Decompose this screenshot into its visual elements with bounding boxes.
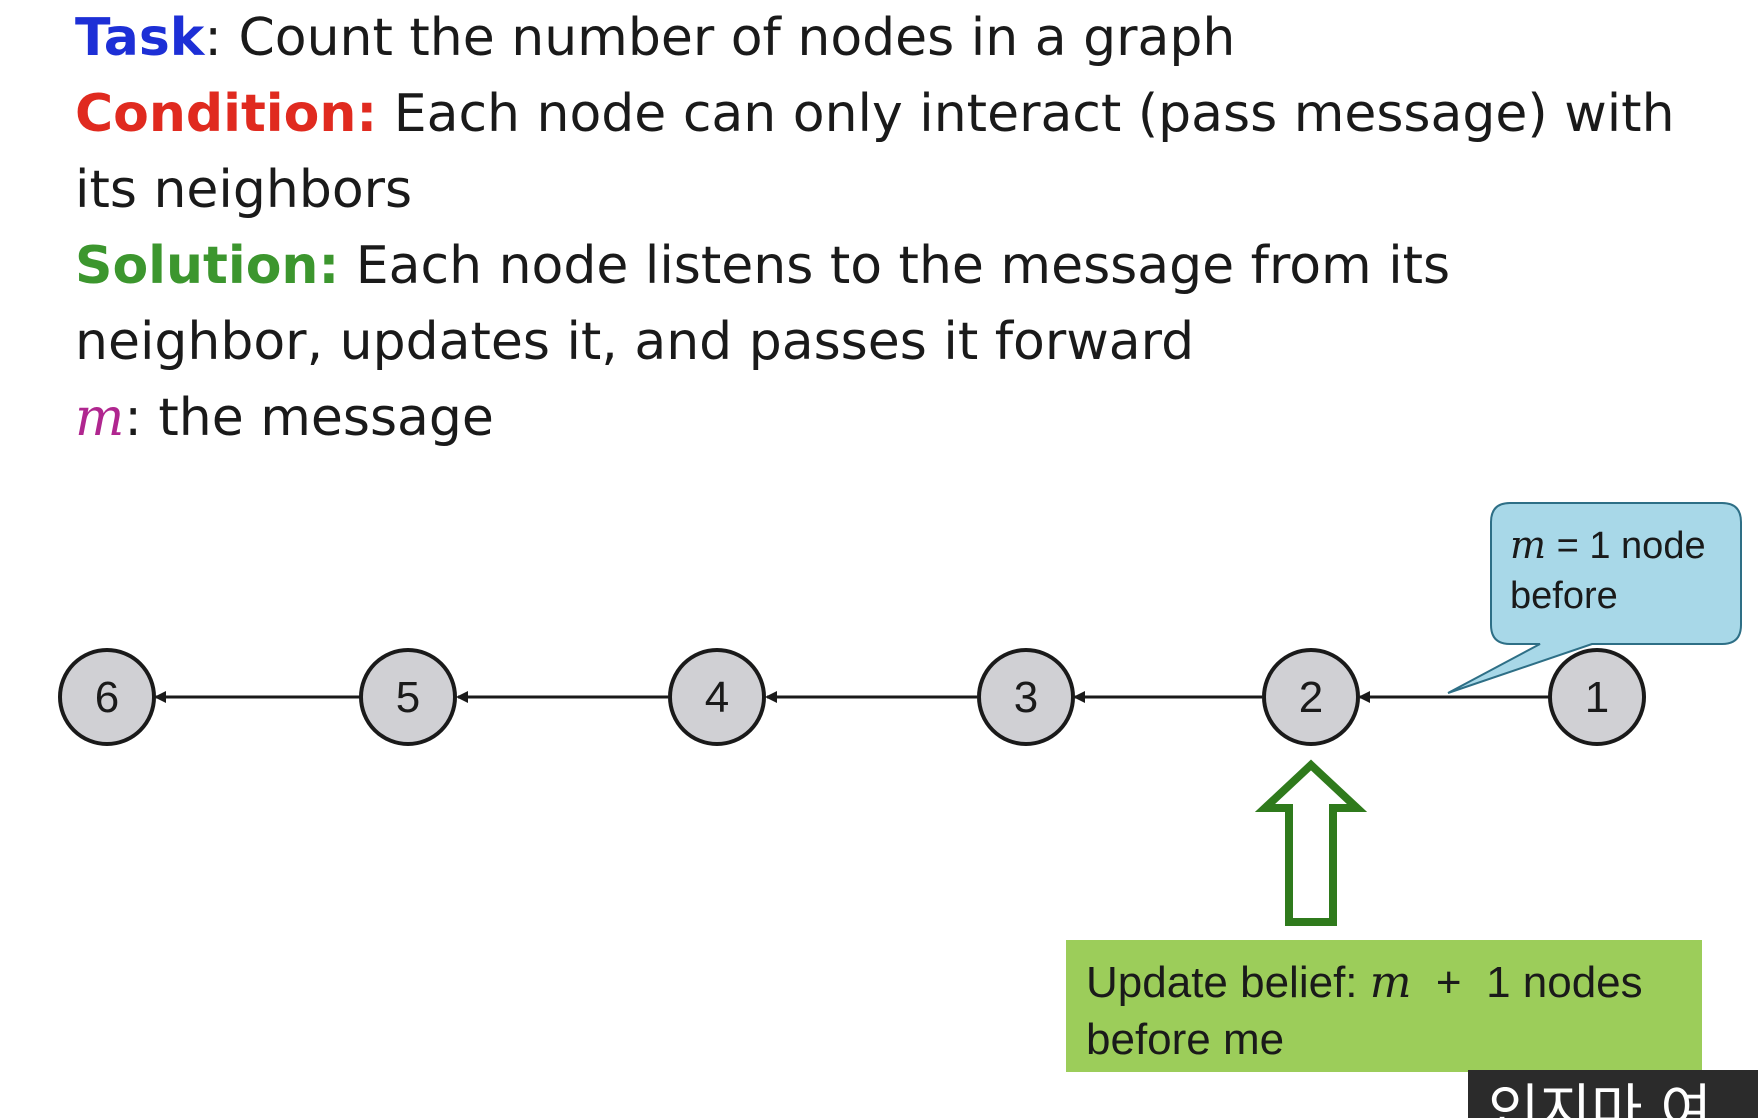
callout-text: m = 1 node before (1510, 520, 1740, 621)
update-prefix: Update belief: (1086, 958, 1370, 1007)
callout-bubble (1447, 502, 1742, 694)
update-m-symbol: m (1369, 957, 1412, 1008)
task-text: : Count the number of nodes in a graph (204, 8, 1236, 68)
subtitle-bar: 인지마 여 (1468, 1070, 1758, 1118)
node-label: 3 (1014, 673, 1038, 722)
solution-text-2: neighbor, updates it, and passes it forw… (75, 312, 1195, 372)
update-belief-box: Update belief: m + 1 nodes before me (1066, 940, 1702, 1072)
condition-label: Condition: (75, 84, 378, 144)
task-line: Task: Count the number of nodes in a gra… (75, 0, 1715, 76)
node-label: 6 (95, 673, 119, 722)
node-1: 1 (1548, 648, 1646, 746)
node-5: 5 (359, 648, 457, 746)
node-6: 6 (58, 648, 156, 746)
callout-line-1: m = 1 node (1510, 520, 1740, 571)
subtitle-text: 인지마 여 (1488, 1079, 1712, 1118)
condition-text-1: Each node can only interact (pass messag… (377, 84, 1675, 144)
callout-m-symbol: m (1510, 523, 1547, 567)
callout-line-2: before (1510, 575, 1618, 617)
condition-text-2: its neighbors (75, 160, 413, 220)
update-line-1: Update belief: m + 1 nodes (1086, 954, 1682, 1011)
solution-line-2: neighbor, updates it, and passes it forw… (75, 304, 1715, 380)
message-symbol: m (75, 388, 125, 448)
update-arrow-icon (1254, 759, 1368, 926)
message-definition-line: m: the message (75, 380, 1715, 456)
node-4: 4 (668, 648, 766, 746)
node-label: 4 (705, 673, 729, 722)
node-2: 2 (1262, 648, 1360, 746)
task-label: Task (75, 8, 205, 68)
node-label: 2 (1299, 673, 1323, 722)
node-label: 1 (1585, 673, 1609, 722)
solution-text-1: Each node listens to the message from it… (339, 236, 1451, 296)
problem-statement: Task: Count the number of nodes in a gra… (75, 0, 1715, 456)
callout-line-1-rest: = 1 node (1546, 525, 1706, 567)
update-line-2: before me (1086, 1015, 1285, 1064)
condition-line-2: its neighbors (75, 152, 1715, 228)
condition-line-1: Condition: Each node can only interact (… (75, 76, 1715, 152)
solution-line-1: Solution: Each node listens to the messa… (75, 228, 1715, 304)
message-definition-text: : the message (124, 388, 494, 448)
update-suffix: + 1 nodes (1411, 958, 1643, 1007)
node-3: 3 (977, 648, 1075, 746)
node-label: 5 (396, 673, 420, 722)
solution-label: Solution: (75, 236, 340, 296)
